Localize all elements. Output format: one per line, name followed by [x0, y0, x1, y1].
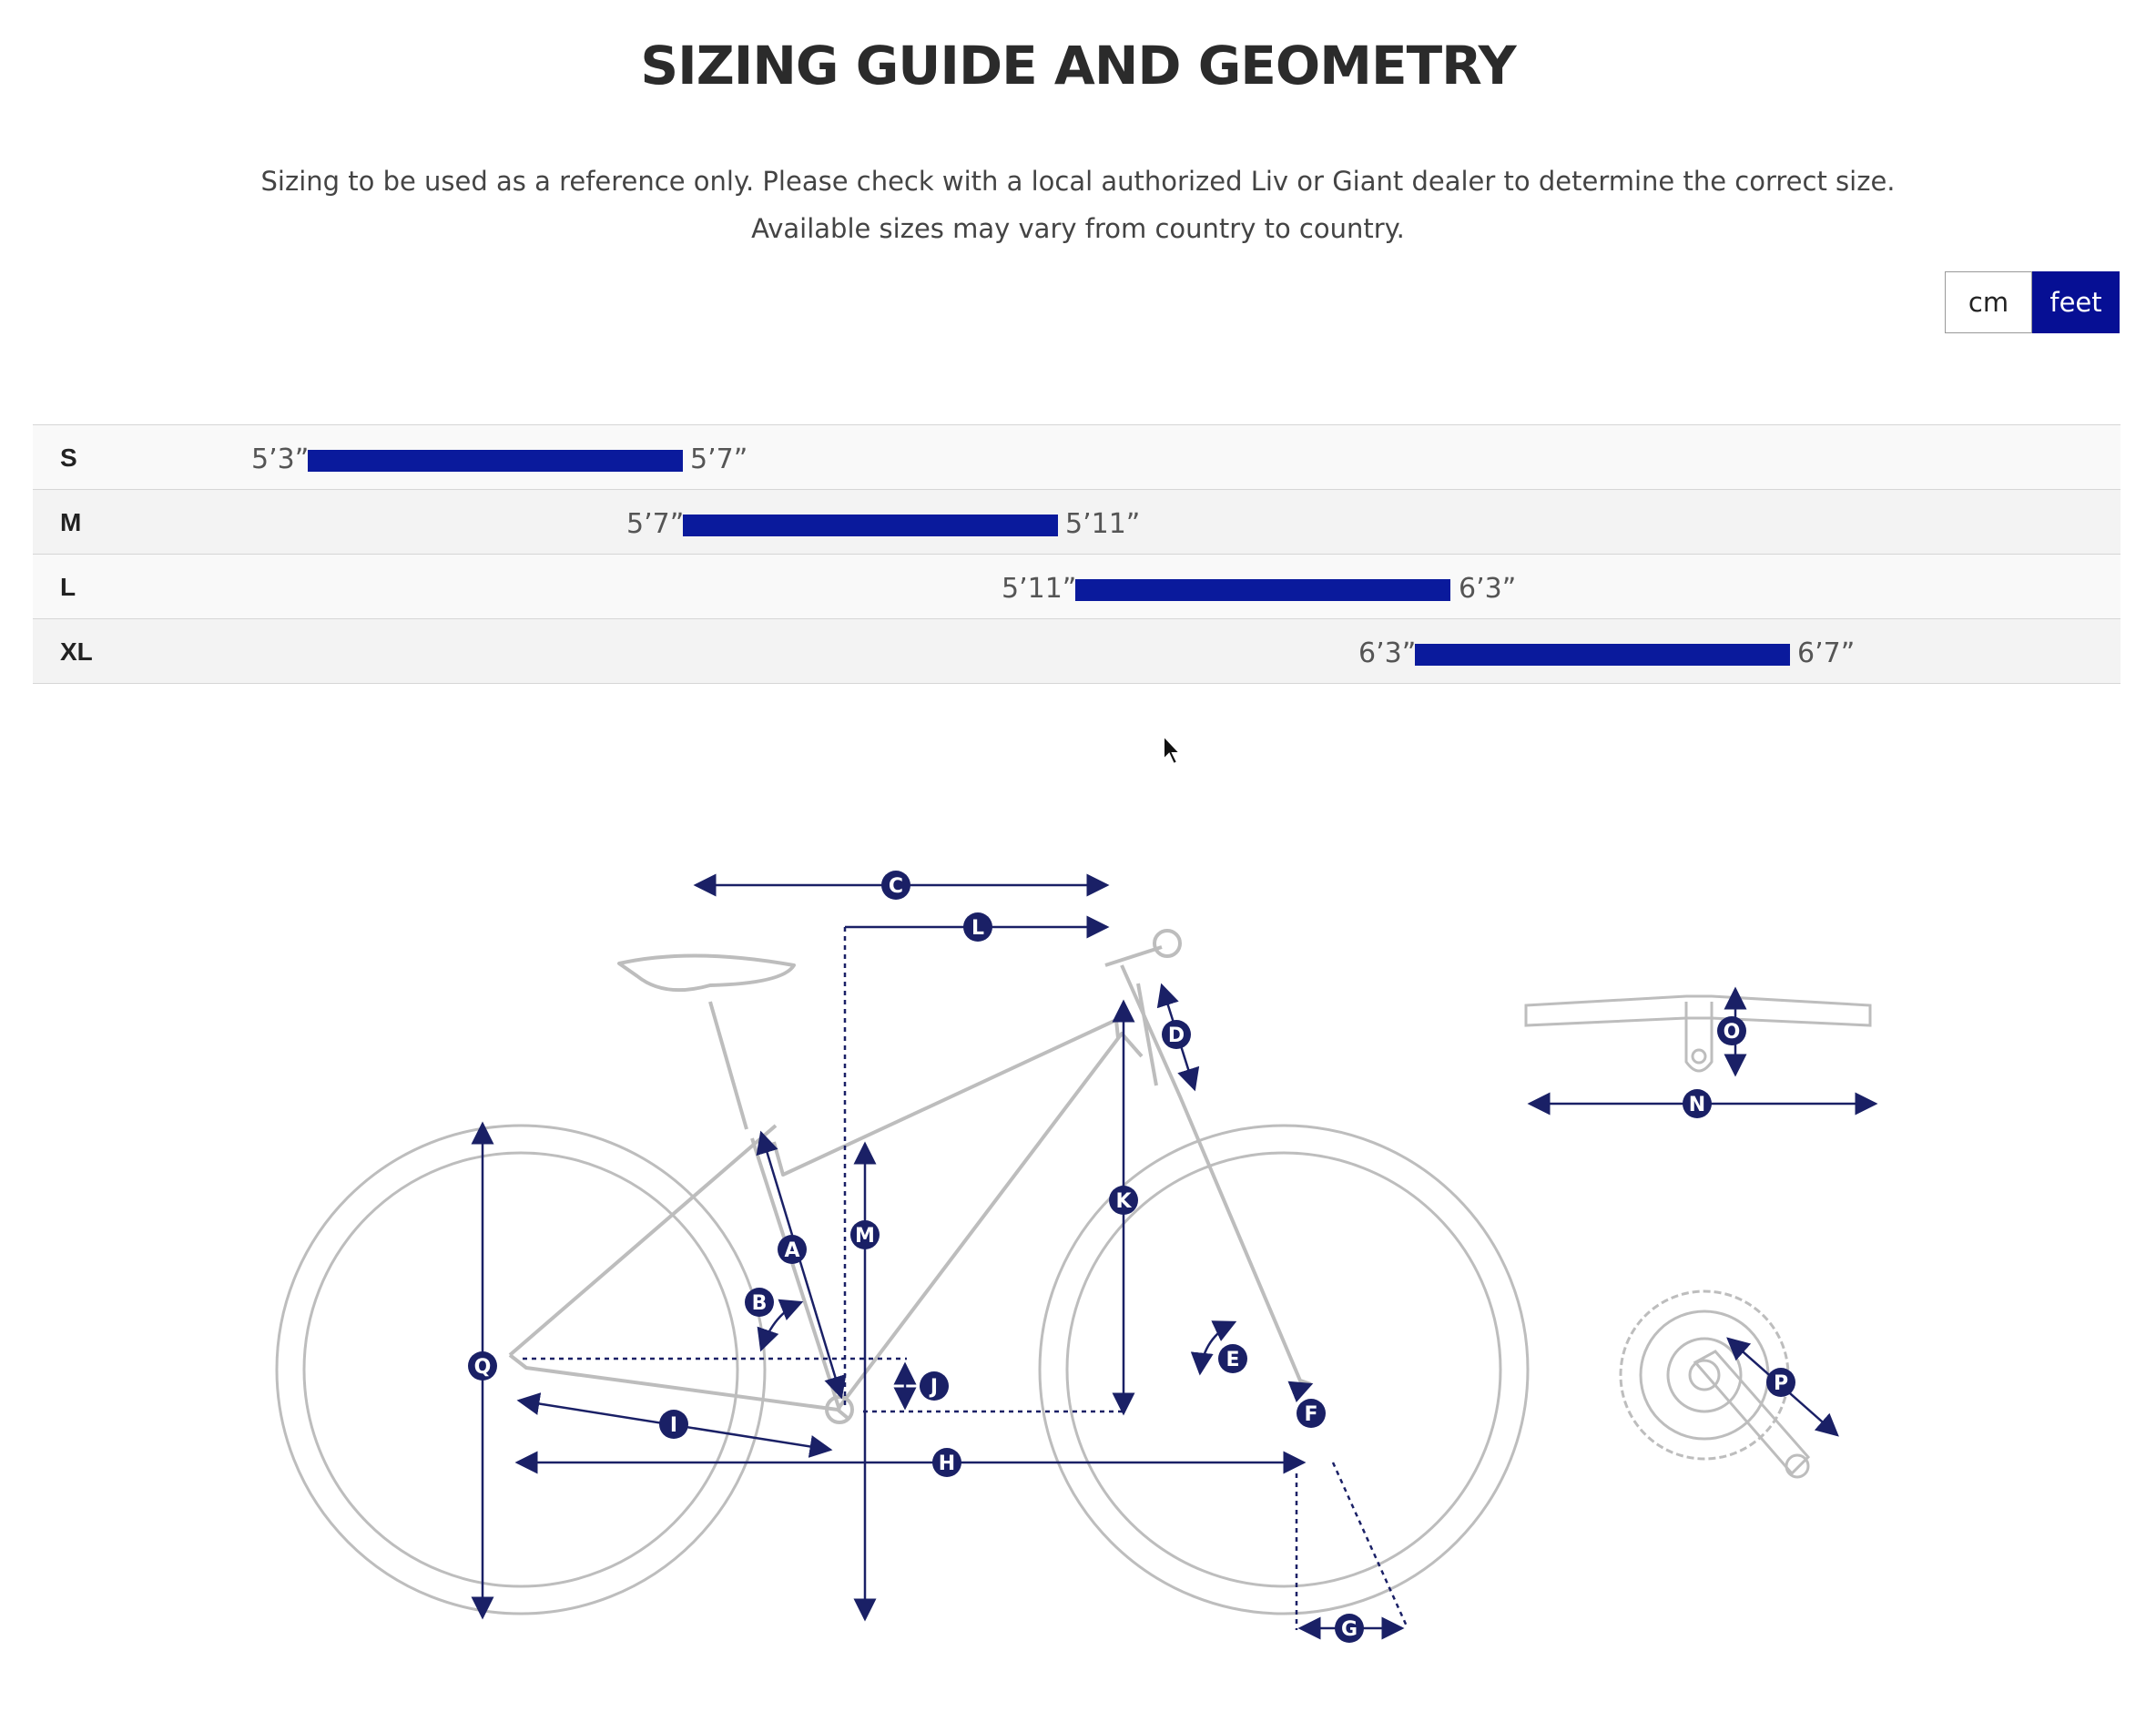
svg-text:C: C — [889, 875, 903, 898]
size-row-xl: XL 6’3” 6’7” — [33, 618, 2120, 684]
size-label: XL — [60, 637, 93, 666]
range-max-label: 5’11” — [1065, 508, 1141, 540]
mouse-pointer-icon — [1162, 733, 1184, 771]
range-max-label: 6’7” — [1797, 637, 1856, 669]
svg-text:K: K — [1115, 1190, 1132, 1213]
range-min-label: 5’3” — [251, 443, 310, 475]
range-max-label: 6’3” — [1459, 573, 1517, 605]
svg-text:J: J — [929, 1376, 938, 1399]
size-label: L — [60, 573, 76, 601]
geometry-label-m: M — [850, 1220, 880, 1249]
range-bar — [683, 515, 1058, 536]
range-bar — [308, 450, 683, 472]
svg-text:D: D — [1168, 1024, 1185, 1047]
size-row-s: S 5’3” 5’7” — [33, 424, 2120, 489]
range-min-label: 5’7” — [626, 508, 685, 540]
geometry-label-j: J — [920, 1371, 949, 1401]
geometry-label-f: F — [1297, 1399, 1326, 1428]
bike-geometry-diagram: A B C D E F G H I J K L M N O P Q — [275, 871, 1878, 1643]
range-min-label: 6’3” — [1358, 637, 1417, 669]
svg-text:M: M — [855, 1225, 875, 1248]
availability-note: Available sizes may vary from country to… — [751, 213, 1405, 244]
svg-text:A: A — [784, 1239, 799, 1262]
size-row-m: M 5’7” 5’11” — [33, 489, 2120, 554]
range-bar — [1415, 644, 1790, 666]
geometry-label-b: B — [745, 1288, 774, 1317]
geometry-label-c: C — [881, 871, 910, 900]
sizing-note: Sizing to be used as a reference only. P… — [260, 166, 1896, 197]
geometry-label-k: K — [1109, 1186, 1138, 1215]
geometry-label-i: I — [659, 1410, 688, 1439]
size-range-chart: S 5’3” 5’7” M 5’7” 5’11” L 5’11” 6’3” XL… — [33, 424, 2120, 684]
svg-text:G: G — [1341, 1618, 1358, 1641]
range-min-label: 5’11” — [1002, 573, 1077, 605]
range-bar — [1075, 579, 1450, 601]
geometry-label-o: O — [1717, 1016, 1746, 1045]
svg-text:H: H — [939, 1452, 955, 1475]
geometry-label-d: D — [1162, 1020, 1191, 1049]
svg-text:P: P — [1774, 1372, 1788, 1395]
crankset-icon — [1619, 1289, 1839, 1479]
svg-text:O: O — [1724, 1021, 1741, 1044]
page-title: SIZING GUIDE AND GEOMETRY — [640, 35, 1516, 97]
geometry-label-g: G — [1335, 1614, 1364, 1643]
geometry-label-p: P — [1766, 1368, 1795, 1397]
unit-cm-button[interactable]: cm — [1945, 271, 2032, 333]
bike-frame-icon — [508, 929, 1312, 1424]
size-row-l: L 5’11” 6’3” — [33, 554, 2120, 618]
svg-text:E: E — [1225, 1349, 1239, 1371]
geometry-label-l: L — [963, 912, 992, 942]
svg-text:B: B — [752, 1292, 768, 1315]
svg-text:Q: Q — [474, 1356, 492, 1379]
unit-toggle: cm feet — [1945, 271, 2120, 333]
size-label: S — [60, 443, 77, 472]
size-label: M — [60, 508, 82, 536]
geometry-label-h: H — [932, 1448, 961, 1477]
unit-feet-button[interactable]: feet — [2032, 271, 2120, 333]
geometry-label-a: A — [778, 1235, 807, 1264]
geometry-label-e: E — [1218, 1344, 1247, 1373]
range-max-label: 5’7” — [690, 443, 748, 475]
geometry-label-q: Q — [468, 1351, 497, 1381]
front-wheel-icon — [1038, 1124, 1530, 1615]
handlebar-icon — [1524, 986, 1878, 1116]
svg-text:I: I — [670, 1414, 677, 1437]
geometry-label-n: N — [1683, 1089, 1712, 1118]
svg-text:L: L — [971, 917, 984, 940]
svg-text:N: N — [1689, 1094, 1705, 1116]
svg-text:F: F — [1304, 1403, 1317, 1426]
